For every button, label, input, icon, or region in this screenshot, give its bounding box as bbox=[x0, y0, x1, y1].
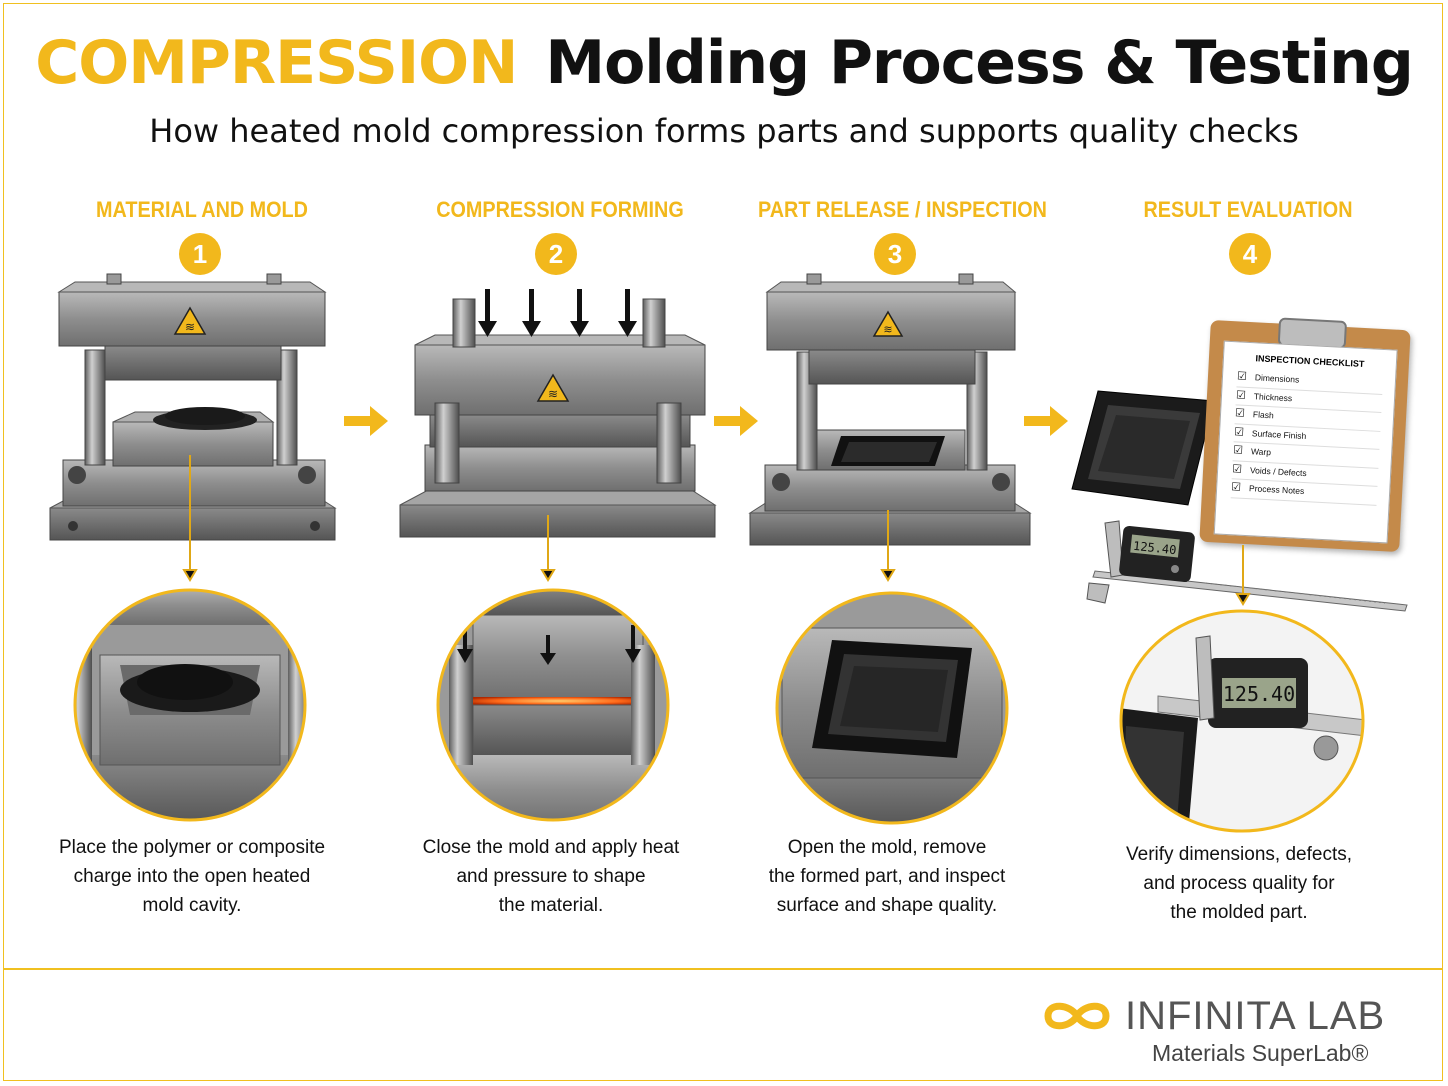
flow-arrow-icon bbox=[1024, 406, 1068, 436]
page-title: COMPRESSION Molding Process & Testing bbox=[0, 28, 1448, 98]
step-2-heading: COMPRESSION FORMING bbox=[436, 197, 684, 222]
step-2-caption: Close the mold and apply heat and pressu… bbox=[422, 837, 680, 916]
step-4-detail-circle: 125.40 bbox=[1119, 609, 1365, 833]
page-subtitle: How heated mold compression forms parts … bbox=[149, 112, 1299, 150]
connector-arrows bbox=[182, 455, 1251, 606]
caliper-reading-large: 125.40 bbox=[1223, 682, 1295, 706]
step-3-badge: 3 bbox=[874, 233, 916, 275]
svg-text:≋: ≋ bbox=[548, 387, 558, 401]
digital-caliper: 125.40 bbox=[1086, 520, 1408, 612]
hot-surface-warning-icon: ≋ bbox=[536, 373, 570, 402]
flow-arrow-icon bbox=[344, 406, 388, 436]
step-4-heading: RESULT EVALUATION bbox=[1143, 197, 1353, 222]
title-accent: COMPRESSION bbox=[35, 28, 518, 98]
molded-part-tray bbox=[1071, 390, 1215, 506]
step-3-heading: PART RELEASE / INSPECTION bbox=[758, 197, 1047, 222]
step-3-caption: Open the mold, remove the formed part, a… bbox=[768, 837, 1006, 916]
step-1-heading: MATERIAL AND MOLD bbox=[96, 197, 308, 222]
svg-text:≋: ≋ bbox=[883, 323, 892, 336]
brand-tagline: Materials SuperLab® bbox=[1152, 1040, 1369, 1066]
svg-text:≋: ≋ bbox=[185, 320, 195, 334]
step-2-detail-circle bbox=[436, 588, 670, 822]
footer-divider bbox=[3, 968, 1443, 970]
press-arrow-icon bbox=[478, 289, 637, 337]
step-2-closed-press: ≋ bbox=[399, 289, 717, 538]
caliper-reading-small: 125.40 bbox=[1132, 539, 1177, 557]
hot-surface-warning-icon: ≋ bbox=[173, 306, 207, 335]
step-1-badge: 1 bbox=[179, 233, 221, 275]
infinity-logo-icon bbox=[1044, 1002, 1110, 1030]
step-1-open-press: ≋ bbox=[49, 273, 337, 541]
step-4-badge: 4 bbox=[1229, 233, 1271, 275]
flow-arrow-icon bbox=[714, 406, 758, 436]
brand-name: INFINITA LAB bbox=[1125, 994, 1386, 1038]
title-main: Molding Process & Testing bbox=[545, 28, 1413, 98]
hot-surface-warning-icon: ≋ bbox=[872, 310, 904, 337]
step-1-detail-circle bbox=[73, 588, 307, 822]
page-frame bbox=[3, 3, 1443, 1081]
step-3-open-press: ≋ bbox=[748, 273, 1032, 546]
press-arrow-icon bbox=[457, 625, 641, 665]
step-4-caption: Verify dimensions, defects, and process … bbox=[1126, 844, 1352, 923]
step-3-detail-circle bbox=[775, 591, 1009, 825]
step-1-caption: Place the polymer or composite charge in… bbox=[58, 837, 326, 916]
step-2-badge: 2 bbox=[535, 233, 577, 275]
